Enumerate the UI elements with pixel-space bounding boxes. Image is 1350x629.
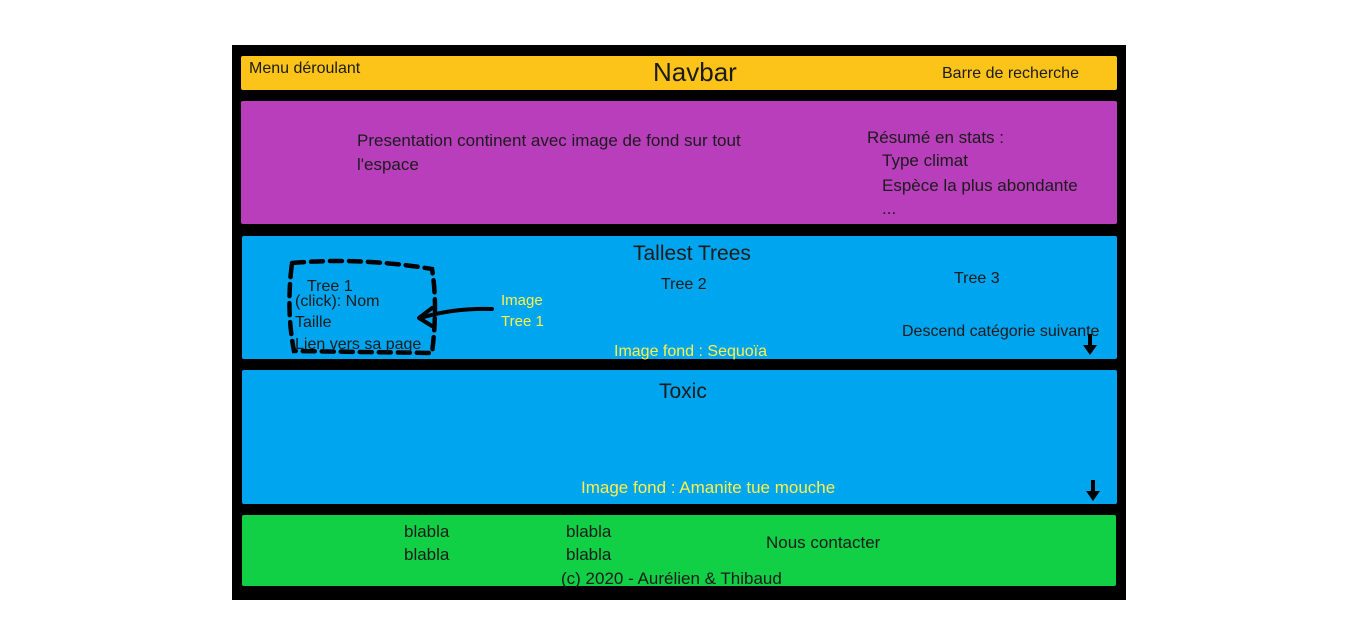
navbar bbox=[241, 56, 1117, 90]
contact-link[interactable]: Nous contacter bbox=[766, 533, 881, 552]
footer-text: blabla bbox=[404, 545, 450, 564]
tree1-card-label[interactable]: Tree 1 bbox=[307, 278, 353, 295]
stats-title: Résumé en stats : bbox=[867, 128, 1005, 147]
section-title-tallest-trees: Tallest Trees bbox=[633, 242, 751, 265]
arrow-left-icon bbox=[417, 306, 494, 328]
dropdown-menu[interactable]: Menu déroulant bbox=[249, 60, 361, 77]
stats-item: Espèce la plus abondante bbox=[882, 176, 1078, 195]
arrow-down-icon[interactable] bbox=[1083, 334, 1097, 356]
image-note-line1: Image bbox=[501, 292, 543, 309]
footer-text: blabla bbox=[566, 522, 612, 541]
section-title-toxic: Toxic bbox=[659, 380, 707, 403]
next-category-label: Descend catégorie suivante bbox=[902, 323, 1100, 340]
search-bar[interactable]: Barre de recherche bbox=[942, 65, 1079, 82]
footer-text: blabla bbox=[566, 545, 612, 564]
presentation-text-line1: Presentation continent avec image de fon… bbox=[357, 131, 741, 150]
toxic-section bbox=[242, 370, 1117, 504]
stats-item: Type climat bbox=[882, 151, 968, 170]
continent-presentation bbox=[241, 101, 1117, 224]
tree3-card-label[interactable]: Tree 3 bbox=[954, 270, 1000, 287]
background-image-note: Image fond : Amanite tue mouche bbox=[581, 478, 836, 497]
stats-item: ... bbox=[882, 199, 897, 218]
footer bbox=[242, 515, 1116, 586]
tree2-card-label[interactable]: Tree 2 bbox=[661, 276, 707, 293]
background-image-note: Image fond : Sequoïa bbox=[614, 343, 767, 360]
tree1-detail-link[interactable]: Lien vers sa page bbox=[295, 336, 422, 353]
tree1-detail-name: (click): Nom bbox=[295, 293, 380, 310]
presentation-text-line2: l'espace bbox=[357, 155, 419, 174]
navbar-title: Navbar bbox=[653, 57, 737, 87]
image-note-line2: Tree 1 bbox=[501, 313, 544, 330]
tree1-detail-size: Taille bbox=[295, 314, 332, 331]
footer-text: blabla bbox=[404, 522, 450, 541]
copyright: (c) 2020 - Aurélien & Thibaud bbox=[561, 569, 782, 588]
arrow-down-icon[interactable] bbox=[1086, 480, 1100, 502]
